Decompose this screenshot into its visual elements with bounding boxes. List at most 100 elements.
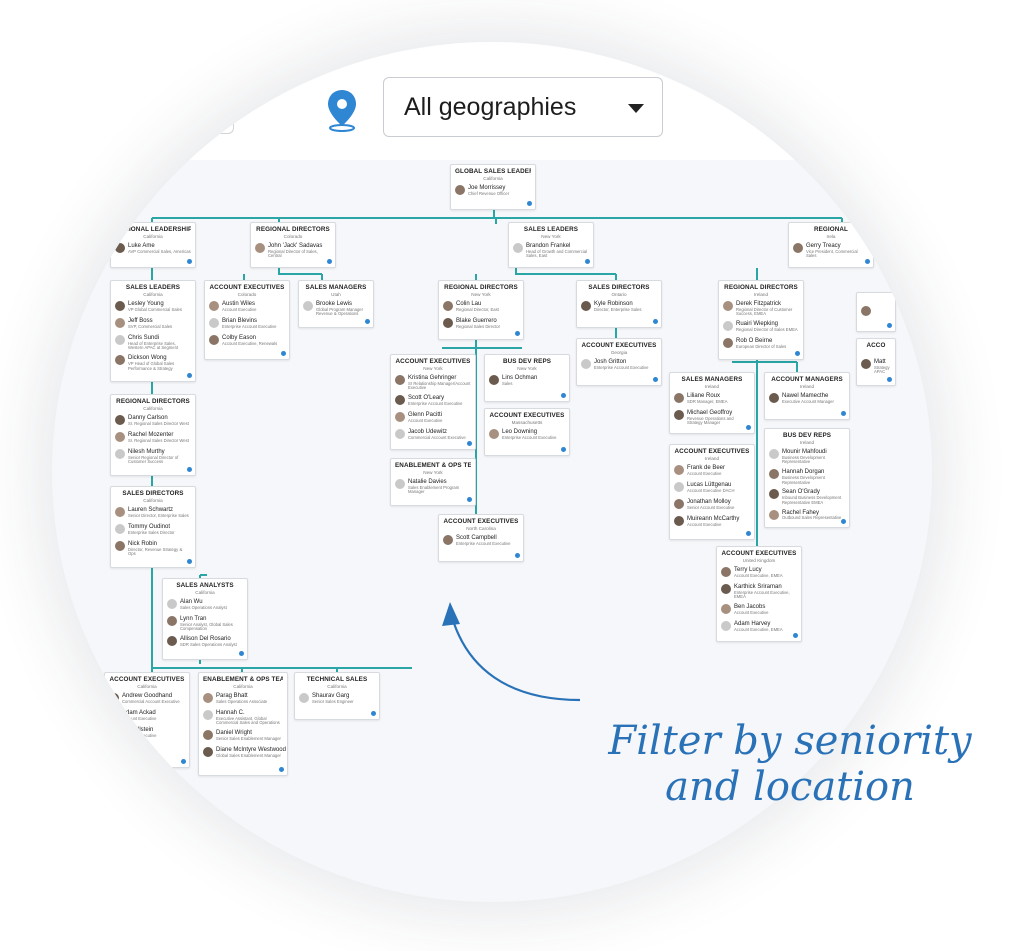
expand-icon[interactable]: [181, 759, 186, 764]
expand-icon[interactable]: [865, 259, 870, 264]
person-row[interactable]: Hannah C.Executive Assistant, Global Com…: [203, 710, 283, 726]
expand-icon[interactable]: [746, 425, 751, 430]
expand-icon[interactable]: [585, 259, 590, 264]
expand-icon[interactable]: [365, 319, 370, 324]
expand-icon[interactable]: [187, 559, 192, 564]
expand-icon[interactable]: [467, 441, 472, 446]
expand-icon[interactable]: [327, 259, 332, 264]
expand-icon[interactable]: [527, 201, 532, 206]
expand-icon[interactable]: [746, 531, 751, 536]
expand-icon[interactable]: [561, 447, 566, 452]
expand-icon[interactable]: [561, 393, 566, 398]
expand-icon[interactable]: [467, 497, 472, 502]
expand-icon[interactable]: [281, 351, 286, 356]
expand-icon[interactable]: [841, 411, 846, 416]
expand-icon[interactable]: [887, 377, 892, 382]
expand-icon[interactable]: [887, 323, 892, 328]
expand-icon[interactable]: [371, 711, 376, 716]
expand-icon[interactable]: [187, 259, 192, 264]
expand-icon[interactable]: [793, 633, 798, 638]
expand-icon[interactable]: [515, 553, 520, 558]
expand-icon[interactable]: [187, 467, 192, 472]
search-box-edge[interactable]: [152, 104, 234, 134]
expand-icon[interactable]: [841, 519, 846, 524]
expand-icon[interactable]: [515, 331, 520, 336]
org-card-global[interactable]: GLOBAL SALES LEADERSHICaliforniaJoe Morr…: [450, 164, 536, 210]
geography-dropdown[interactable]: All geographies: [383, 77, 663, 137]
